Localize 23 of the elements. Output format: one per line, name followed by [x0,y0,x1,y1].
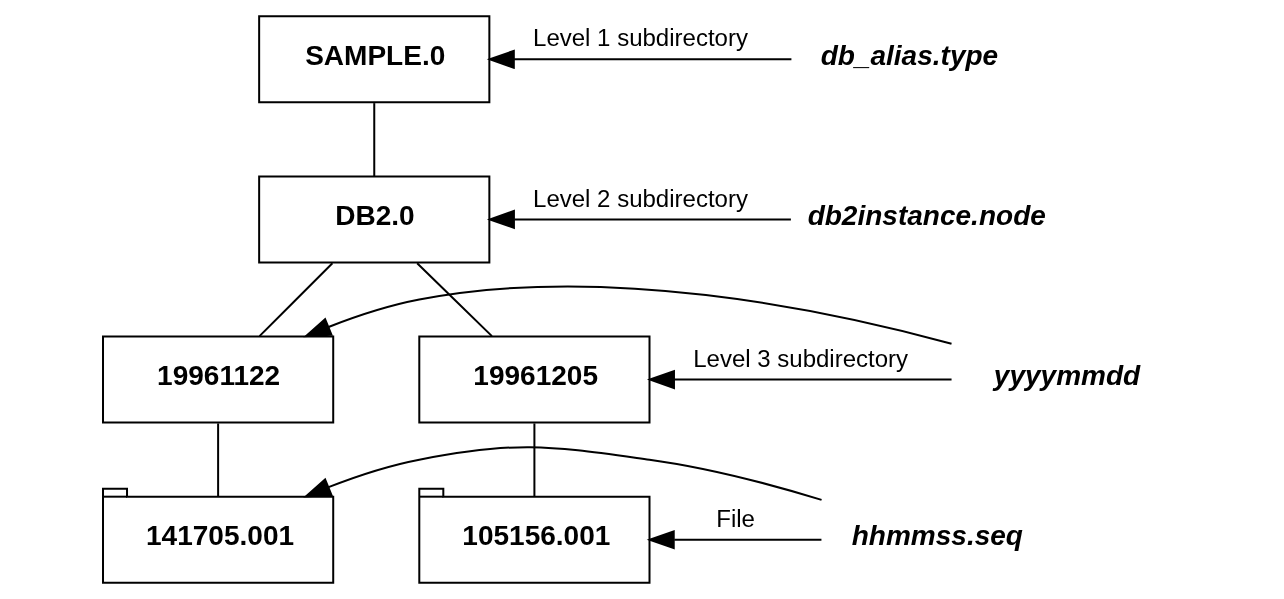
node-text: hhmmss.seq [851,520,1023,552]
node-text: db_alias.type [820,39,998,71]
edge-label: Level 1 subdirectory [532,24,748,52]
node-box: 19961122 [101,335,334,424]
connector [216,422,219,498]
node-box: SAMPLE.0 [257,15,490,104]
edge-label: Level 2 subdirectory [532,184,748,212]
edge-label: File [715,504,755,532]
arrow [646,529,822,550]
arrow [302,285,952,345]
connector [532,422,535,498]
node-text: db2instance.node [807,199,1046,231]
node-box: 19961205 [417,335,650,424]
connector [372,102,375,177]
arrow [486,49,792,70]
arrow [486,209,792,230]
arrow [302,446,823,501]
edge-label: Level 3 subdirectory [692,344,908,372]
connector [415,262,493,338]
arrow [646,369,953,390]
node-box: DB2.0 [257,175,490,264]
node-text: yyyymmdd [993,359,1140,391]
connector [258,262,333,338]
